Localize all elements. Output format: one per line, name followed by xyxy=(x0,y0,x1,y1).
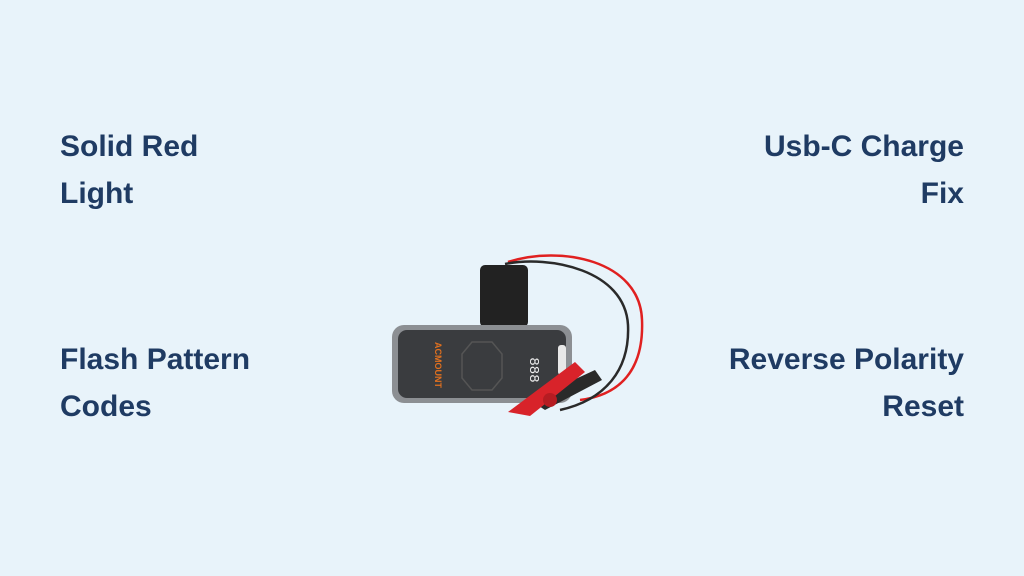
label-usb-c-charge-fix: Usb-C Charge Fix xyxy=(764,123,964,217)
label-line: Light xyxy=(60,177,134,210)
label-line: Flash Pattern xyxy=(60,343,251,376)
label-line: Codes xyxy=(60,390,152,423)
label-flash-pattern-codes: Flash Pattern Codes xyxy=(60,336,250,430)
brand-logo: ACMOUNT xyxy=(433,342,443,388)
jump-starter-image: ACMOUNT 888 xyxy=(392,254,644,416)
led-display: 888 xyxy=(525,357,541,382)
label-solid-red-light: Solid Red Light xyxy=(60,123,198,217)
connector-plug xyxy=(480,265,528,327)
label-line: Reset xyxy=(882,390,964,423)
label-reverse-polarity-reset: Reverse Polarity Reset xyxy=(729,336,964,430)
label-line: Usb-C Charge xyxy=(763,130,964,163)
red-cable xyxy=(507,254,644,402)
label-line: Fix xyxy=(920,177,964,210)
control-pad xyxy=(461,341,503,391)
label-line: Solid Red xyxy=(60,130,199,163)
black-cable xyxy=(504,260,630,412)
red-clamp xyxy=(508,362,585,416)
label-line: Reverse Polarity xyxy=(728,343,964,376)
